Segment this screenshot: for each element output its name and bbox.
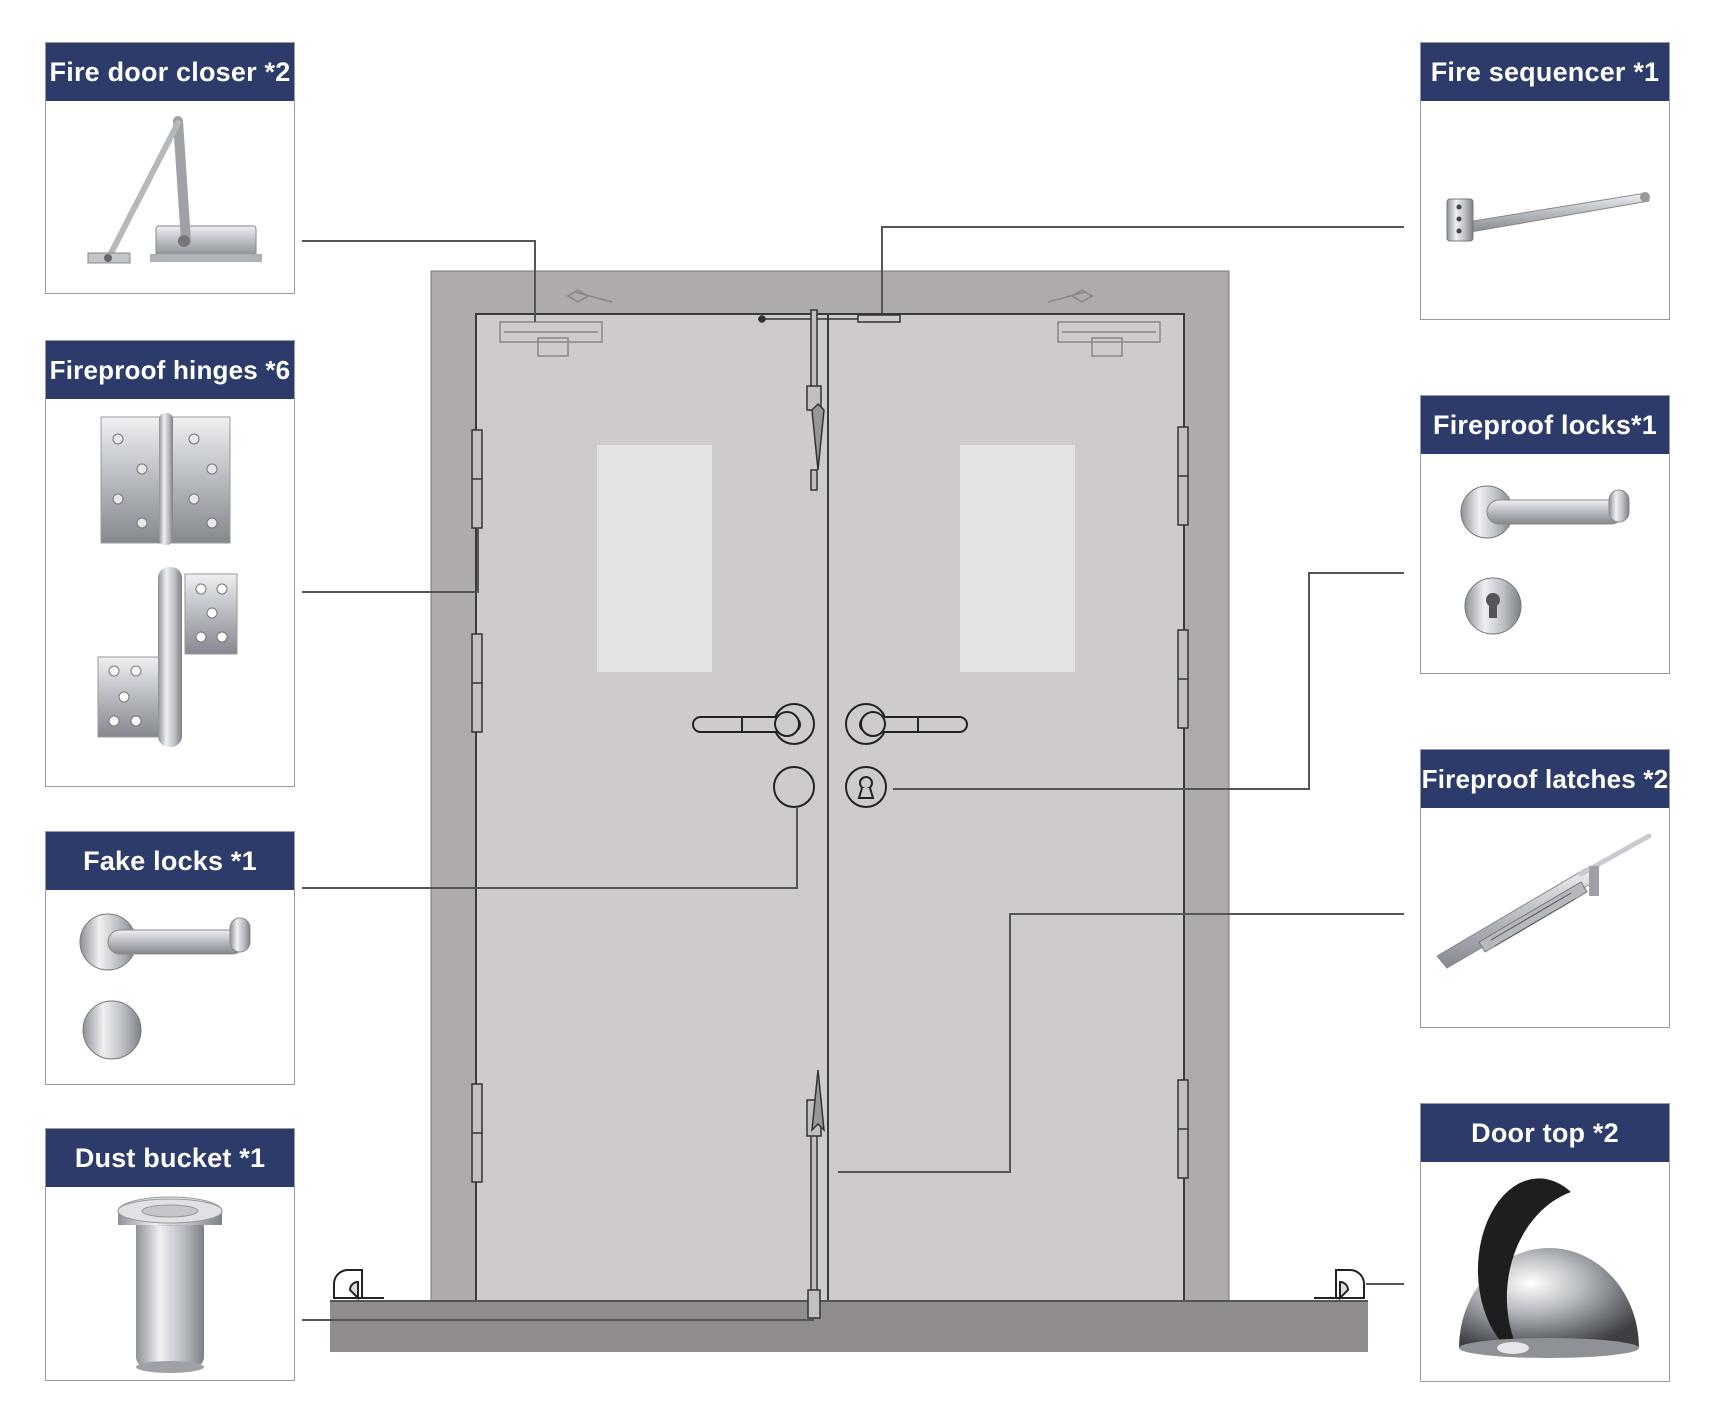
card-title: Dust bucket *1 <box>46 1129 294 1187</box>
card-fire-door-closer: Fire door closer *2 <box>45 42 295 294</box>
right-door-stop-sketch <box>1314 1269 1365 1301</box>
card-title: Fake locks *1 <box>46 832 294 890</box>
lock-photo <box>1460 485 1630 635</box>
sequencer-photo <box>1446 192 1650 242</box>
left-closer-sketch <box>499 289 613 357</box>
leader-locks <box>893 572 1404 790</box>
card-fireproof-hinges: Fireproof hinges *6 <box>45 340 295 787</box>
left-door-stop-sketch <box>333 1269 384 1301</box>
card-title: Fire sequencer *1 <box>1421 43 1669 101</box>
hinges-photo <box>97 413 238 747</box>
card-title: Door top *2 <box>1421 1104 1669 1162</box>
door-stop-photo <box>1459 1178 1639 1358</box>
left-hinges-sketch <box>471 429 483 1183</box>
dust-bucket-photo <box>117 1196 223 1373</box>
leader-closer <box>302 240 536 322</box>
latch-rod-sketch <box>806 309 825 1319</box>
card-fake-locks: Fake locks *1 <box>45 831 295 1085</box>
leader-latches <box>838 913 1404 1173</box>
right-escutcheon <box>845 766 887 808</box>
leader-fakelocks <box>302 808 798 889</box>
card-title: Fireproof locks*1 <box>1421 396 1669 454</box>
left-window <box>597 445 712 672</box>
card-title: Fire door closer *2 <box>46 43 294 101</box>
left-escutcheon <box>773 766 815 808</box>
fake-lock-photo <box>79 913 251 1060</box>
leader-sequencer <box>881 226 1404 313</box>
card-fireproof-locks: Fireproof locks*1 <box>1420 395 1670 674</box>
right-handle-sketch <box>845 703 968 745</box>
left-handle-sketch <box>692 703 815 745</box>
door-closer-photo <box>87 116 262 264</box>
right-hinges-sketch <box>1177 426 1189 1179</box>
right-window <box>960 445 1075 672</box>
leader-lines <box>302 226 1404 1321</box>
right-closer-sketch <box>1047 289 1161 357</box>
floor-sill <box>330 1301 1368 1352</box>
card-fire-sequencer: Fire sequencer *1 <box>1420 42 1670 320</box>
card-title: Fireproof hinges *6 <box>46 341 294 399</box>
card-door-top: Door top *2 <box>1420 1103 1670 1382</box>
card-fireproof-latches: Fireproof latches *2 <box>1420 749 1670 1028</box>
leader-hinges <box>302 528 479 593</box>
sequencer-sketch <box>758 314 901 323</box>
latch-photo <box>1436 833 1652 969</box>
card-dust-bucket: Dust bucket *1 <box>45 1128 295 1381</box>
card-title: Fireproof latches *2 <box>1421 750 1669 808</box>
